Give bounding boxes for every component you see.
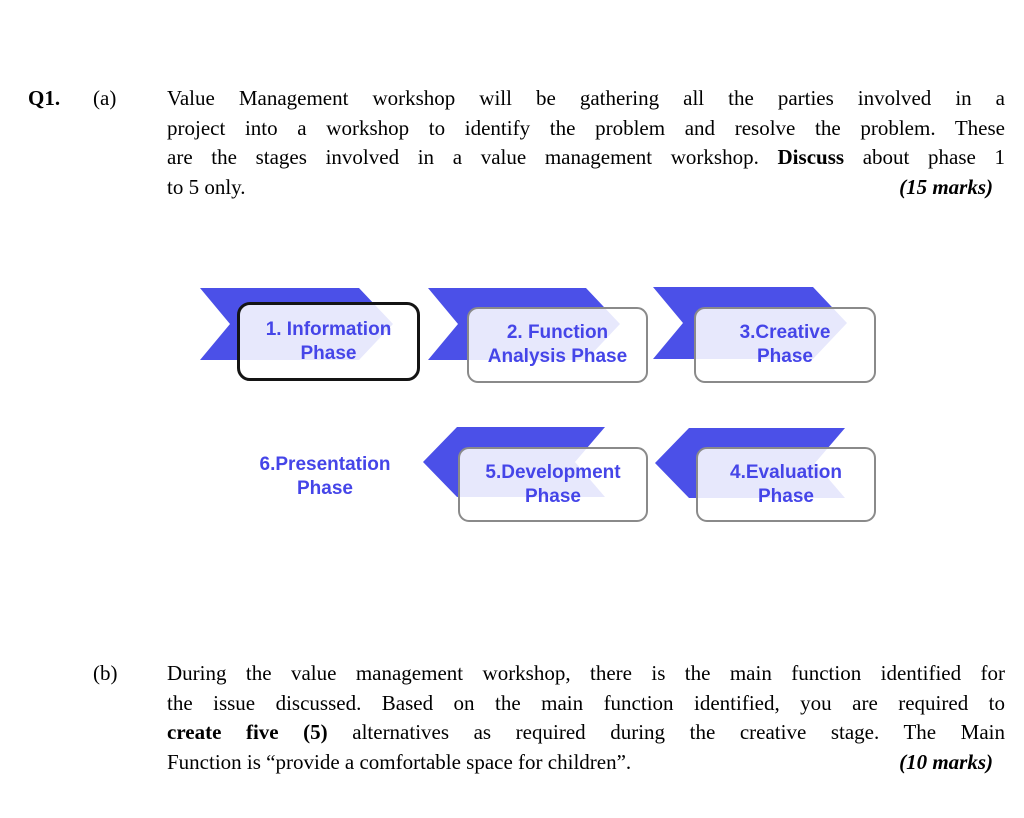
phase-4-box: 4.Evaluation Phase — [696, 447, 876, 522]
paragraph-b-line-4: Function is “provide a comfortable space… — [167, 748, 1005, 778]
phase-5-label-line2: Phase — [525, 485, 581, 507]
phase-1-label-line1: 1. Information — [265, 318, 392, 340]
phase-2-label-line2: Analysis Phase — [487, 346, 628, 367]
paragraph-a-line-1: Value Management workshop will be gather… — [167, 86, 1005, 110]
phase-6-label-line2: Phase — [297, 478, 353, 499]
paragraph-a-line-4-text: to 5 only. — [167, 174, 246, 199]
paragraph-b: During the value management workshop, th… — [167, 659, 1005, 777]
phase-6-label: 6.Presentation Phase — [240, 453, 410, 501]
phase-3-label-line1: 3.Creative — [739, 322, 831, 343]
phase-4-label-line2: Phase — [758, 485, 814, 507]
paragraph-a: Value Management workshop will be gather… — [167, 84, 1005, 202]
question-number: Q1. — [28, 86, 61, 110]
phase-4-label: 4.Evaluation Phase — [730, 461, 842, 509]
paragraph-b-line-2: the issue discussed. Based on the main f… — [167, 690, 1005, 715]
phase-5-box: 5.Development Phase — [458, 447, 648, 522]
phase-3-box: 3.Creative Phase — [694, 307, 876, 383]
phase-1-label: 1. Information Phase — [266, 318, 392, 366]
paragraph-b-line-1: During the value management workshop, th… — [167, 661, 1005, 685]
paragraph-a-line-3: are the stages involved in a value manag… — [167, 145, 1005, 169]
phase-2-box: 2. Function Analysis Phase — [467, 307, 648, 383]
phase-5-label: 5.Development Phase — [485, 461, 620, 509]
phase-1-box: 1. Information Phase — [237, 302, 420, 381]
paragraph-a-line-2: project into a workshop to identify the … — [167, 115, 1005, 140]
phase-3-label-line2: Phase — [757, 346, 813, 367]
paragraph-b-line-4-text: Function is “provide a comfortable space… — [167, 749, 632, 774]
phase-4-label-line1: 4.Evaluation — [730, 461, 842, 483]
part-b-label: (b) — [93, 661, 118, 685]
paragraph-a-line-4: to 5 only. (15 marks) — [167, 173, 1005, 203]
phase-1-label-line2: Phase — [300, 342, 357, 364]
phase-3-label: 3.Creative Phase — [740, 321, 831, 369]
part-a-label: (a) — [93, 86, 117, 110]
marks-b: (10 marks) — [899, 749, 993, 774]
paragraph-b-line-3: create five (5) alternatives as required… — [167, 720, 1005, 744]
marks-a: (15 marks) — [899, 174, 993, 199]
phase-2-label: 2. Function Analysis Phase — [488, 321, 627, 369]
phase-6-label-line1: 6.Presentation — [259, 454, 391, 475]
phase-5-label-line1: 5.Development — [485, 461, 621, 483]
phase-2-label-line1: 2. Function — [506, 322, 609, 343]
